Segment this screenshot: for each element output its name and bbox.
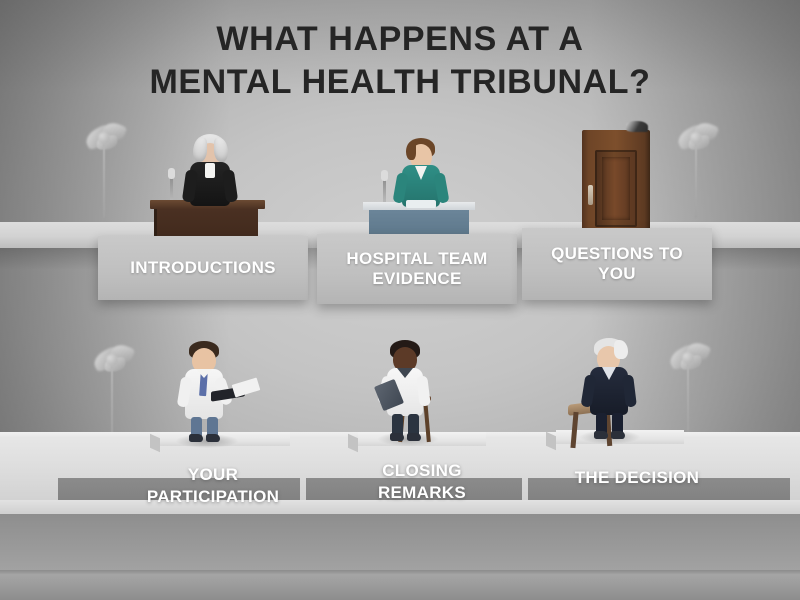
doctor-arm: [416, 375, 431, 407]
door-panel-inner: [602, 157, 630, 220]
witness-hair-side: [406, 142, 416, 160]
step-label-closing-remarks-line-2: REMARKS: [377, 482, 467, 502]
witness-papers: [406, 200, 436, 208]
wall-sconce-icon: [82, 118, 128, 222]
stage-front-panel: [58, 478, 300, 500]
doctor-leg: [408, 414, 419, 436]
bench-leg: [570, 411, 579, 449]
door-panel: [595, 150, 637, 227]
step-card-closing-remarks[interactable]: CLOSING REMARKS: [312, 460, 532, 504]
patient-leg: [612, 413, 623, 434]
wall-sconce-icon: [674, 118, 720, 222]
step-label-hospital-team-evidence-line-2: EVIDENCE: [372, 269, 462, 288]
figure-doctor-clipboard: [377, 340, 444, 441]
sconce-bud: [682, 352, 694, 364]
sconce-stem: [687, 364, 689, 438]
step-label-the-decision: THE DECISION: [574, 468, 700, 487]
wall-sconce-icon: [90, 340, 136, 444]
step-label-questions-to-you-line-1: QUESTIONS TO: [551, 243, 683, 263]
doctor-shoe: [206, 434, 220, 442]
doctor-leg: [191, 417, 202, 437]
sconce-bud: [690, 132, 702, 144]
step-card-questions-to-you[interactable]: QUESTIONS TO YOU: [522, 228, 712, 300]
floor-line: [0, 570, 800, 574]
patient-leg: [596, 413, 607, 434]
doctor-shoe: [189, 434, 203, 442]
step-label-your-participation-line-1: YOUR: [187, 465, 239, 484]
step-label-introductions: INTRODUCTIONS: [130, 257, 276, 277]
microphone-icon: [168, 168, 175, 204]
wall-sconce-icon: [666, 338, 712, 442]
sconce-bud: [98, 132, 110, 144]
step-card-introductions[interactable]: INTRODUCTIONS: [98, 236, 308, 300]
judge-wig-side: [214, 138, 228, 162]
patient-shoe: [611, 431, 625, 439]
patient-shoe: [594, 431, 608, 439]
sconce-stem: [111, 366, 113, 440]
doctor-leg: [207, 417, 218, 437]
open-file-prop: [211, 377, 261, 409]
step-label-closing-remarks-line-1: CLOSING: [382, 461, 462, 480]
doctor-head: [192, 348, 216, 373]
door-top-decoration: [626, 121, 648, 132]
doctor-collar: [397, 368, 413, 378]
figure-hospital-witness: [392, 138, 450, 222]
sconce-stem: [695, 144, 697, 218]
figure-patient-decision: [580, 338, 646, 440]
sconce-stem: [103, 144, 105, 218]
doctor-shoe: [407, 433, 421, 441]
page-title-line-2: MENTAL HEALTH TRIBUNAL?: [149, 63, 651, 102]
step-label-questions-to-you-line-2: YOU: [598, 264, 636, 283]
sconce-bud: [106, 354, 118, 366]
judge-wig-side: [193, 138, 207, 162]
figure-judge: [178, 134, 242, 226]
doctor-collar: [196, 369, 212, 378]
stage-front-panel: [528, 478, 790, 500]
stage-front-edge: [0, 500, 800, 514]
page-title-line-1: WHAT HAPPENS AT A: [216, 20, 584, 58]
doctor-shoe: [390, 433, 404, 441]
step-card-hospital-team-evidence[interactable]: HOSPITAL TEAM EVIDENCE: [317, 234, 517, 304]
step-card-the-decision[interactable]: THE DECISION: [528, 467, 746, 489]
microphone-icon: [381, 170, 388, 204]
step-card-your-participation[interactable]: YOUR PARTICIPATION: [88, 464, 338, 508]
doctor-leg: [392, 414, 403, 436]
stage-front-panel: [306, 478, 522, 500]
door-handle-icon: [588, 184, 593, 205]
doctor-head: [393, 347, 417, 372]
step-label-your-participation-line-2: PARTICIPATION: [146, 486, 280, 506]
step-label-hospital-team-evidence-line-1: HOSPITAL TEAM: [346, 248, 488, 268]
wall-vignette-top: [0, 0, 800, 90]
door: [582, 121, 650, 235]
page-title: WHAT HAPPENS AT A MENTAL HEALTH TRIBUNAL…: [0, 18, 800, 104]
judge-collar: [205, 163, 215, 178]
stage-skirt: [0, 514, 800, 600]
patient-hair-side: [614, 340, 628, 359]
